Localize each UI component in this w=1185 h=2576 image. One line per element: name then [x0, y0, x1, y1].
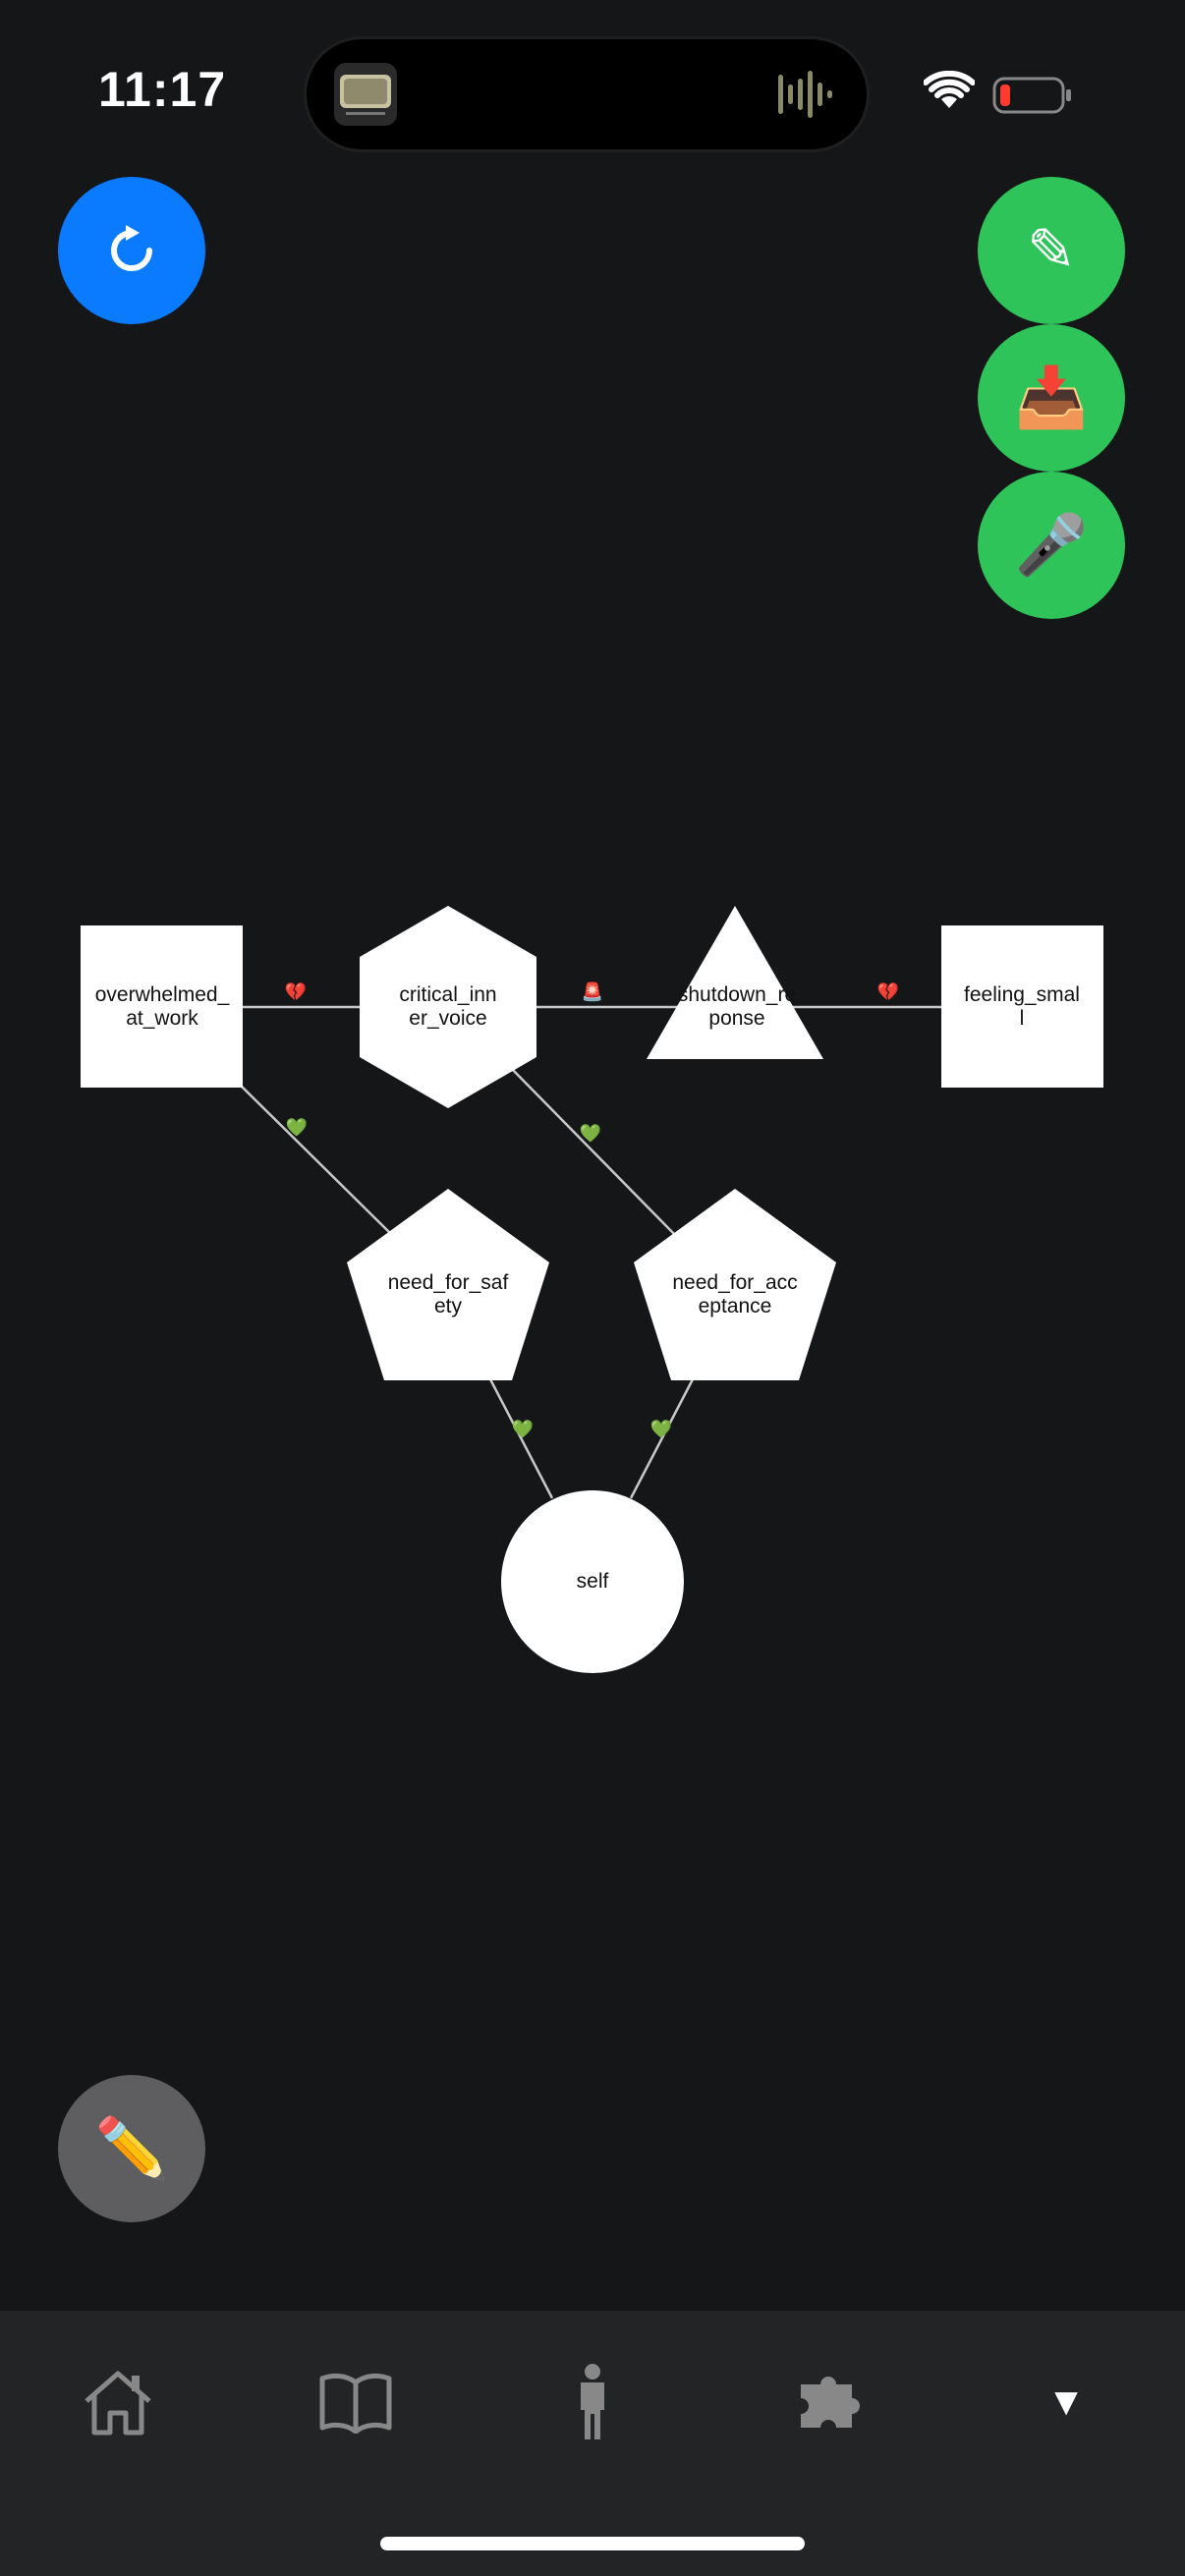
tab-bar [0, 2311, 1185, 2576]
home-icon [85, 2371, 151, 2436]
microphone-button[interactable]: 🎤 [978, 472, 1125, 619]
dynamic-island[interactable] [307, 39, 867, 149]
node-self-shape[interactable] [501, 1490, 684, 1673]
status-time: 11:17 [98, 62, 227, 117]
edge-emoji-green-heart: 💚 [285, 1117, 309, 1138]
node-label-need-for-safety: need_for_saf ety [387, 1271, 509, 1317]
audio-wave-icon [778, 71, 832, 118]
now-playing-thumbnail [334, 63, 397, 126]
edge-line [487, 1376, 554, 1499]
wifi-icon [924, 71, 975, 108]
edge-line [235, 1080, 394, 1237]
node-label-critical-inner-voice: critical_inn er_voice [399, 983, 497, 1030]
pencil-outline-icon: ✎ [1026, 217, 1077, 283]
node-overwhelmed-at-work-shape[interactable] [81, 925, 243, 1088]
tab-book[interactable] [311, 2358, 400, 2446]
tab-puzzle[interactable] [786, 2358, 875, 2446]
node-need-for-acceptance-shape[interactable] [634, 1189, 836, 1380]
tab-person[interactable] [548, 2358, 637, 2446]
node-label-need-for-acceptance: need_for_acc eptance [672, 1271, 798, 1317]
edge-emoji-green-heart: 💚 [579, 1123, 602, 1144]
book-icon [319, 2373, 392, 2434]
edit-button[interactable]: ✎ [978, 177, 1125, 324]
puzzle-icon [801, 2377, 860, 2428]
person-icon [581, 2364, 604, 2439]
edge-emoji-green-heart: 💚 [649, 1419, 673, 1439]
edge-emoji-siren: 🚨 [581, 981, 604, 1002]
battery-icon [992, 77, 1071, 114]
node-label-feeling-small: feeling_smal l [964, 983, 1080, 1030]
node-shutdown-response-shape[interactable] [647, 906, 823, 1059]
home-indicator[interactable] [380, 2537, 805, 2550]
microphone-icon: 🎤 [1014, 512, 1089, 578]
node-label-shutdown-response: shutdown_re ponse [677, 983, 797, 1030]
node-feeling-small-shape[interactable] [941, 925, 1103, 1088]
tab-more[interactable]: ▼ [1022, 2358, 1110, 2446]
tab-home[interactable] [74, 2358, 162, 2446]
node-label-self: self [576, 1570, 609, 1593]
draw-button[interactable]: ✏️ [58, 2075, 205, 2222]
edge-line [629, 1376, 696, 1499]
refresh-icon [111, 225, 152, 271]
node-critical-inner-voice-shape[interactable] [360, 906, 536, 1108]
edge-emoji-green-heart: 💚 [511, 1419, 535, 1439]
edge-emoji-broken-heart: 💔 [284, 981, 308, 1002]
node-label-overwhelmed-at-work: overwhelmed_ at_work [94, 983, 230, 1030]
inbox-tray-icon: 📥 [1014, 364, 1089, 430]
edge-emoji-broken-heart: 💔 [876, 981, 900, 1002]
refresh-button[interactable] [58, 177, 205, 324]
edge-line [508, 1065, 677, 1237]
inbox-button[interactable]: 📥 [978, 324, 1125, 472]
pencil-icon: ✏️ [94, 2115, 169, 2181]
triangle-down-icon: ▼ [1046, 2380, 1086, 2424]
node-need-for-safety-shape[interactable] [347, 1189, 549, 1380]
